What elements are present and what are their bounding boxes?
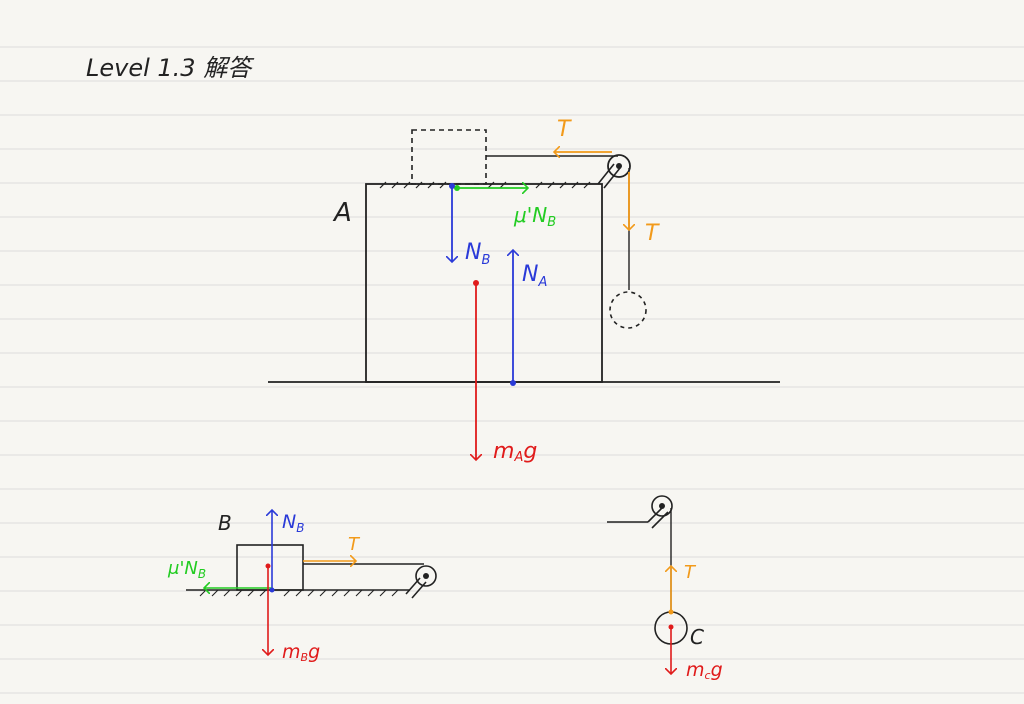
label-normal-b: NB <box>282 511 304 535</box>
normal-a-origin-dot <box>510 380 516 386</box>
center-of-mass-b-dot <box>265 563 271 569</box>
label-normal-b-on-a: NB <box>465 240 490 268</box>
label-weight-c: mcg <box>686 659 723 682</box>
label-block-a: A <box>332 198 352 228</box>
tension-arrows-main <box>554 152 629 230</box>
block-a <box>365 183 603 383</box>
label-block-b: B <box>218 511 232 535</box>
label-tension-top: T <box>557 117 572 142</box>
friction-origin-dot <box>454 185 460 191</box>
free-body-c <box>607 495 688 645</box>
label-block-c: C <box>690 625 704 649</box>
center-of-mass-c-dot <box>668 624 674 630</box>
main-system <box>268 129 780 383</box>
block-b-dashed <box>411 129 487 185</box>
normal-b-origin-dot <box>449 183 455 189</box>
label-tension-c: T <box>684 562 697 583</box>
center-of-mass-a-dot <box>473 280 479 286</box>
label-normal-a: NA <box>522 262 547 290</box>
label-friction-b: μ'NB <box>167 558 206 581</box>
label-weight-b: mBg <box>282 641 320 664</box>
label-tension-side: T <box>645 221 660 246</box>
contact-point-b-dot <box>269 587 275 593</box>
tension-origin-c-dot <box>668 609 674 615</box>
label-friction-a: μ'NB <box>513 203 556 230</box>
label-tension-b: T <box>348 534 361 555</box>
ball-c-dashed <box>609 291 647 329</box>
top-hatching <box>379 181 591 189</box>
ruled-lines <box>0 46 1024 694</box>
pulley-icon <box>607 154 631 178</box>
free-body-b <box>186 544 437 599</box>
label-weight-a: mAg <box>493 439 537 465</box>
pulley-bracket <box>597 163 615 185</box>
page-title: Level 1.3 解答 <box>86 54 255 82</box>
pulley-c-icon <box>651 495 673 517</box>
pulley-b-icon <box>415 565 437 587</box>
